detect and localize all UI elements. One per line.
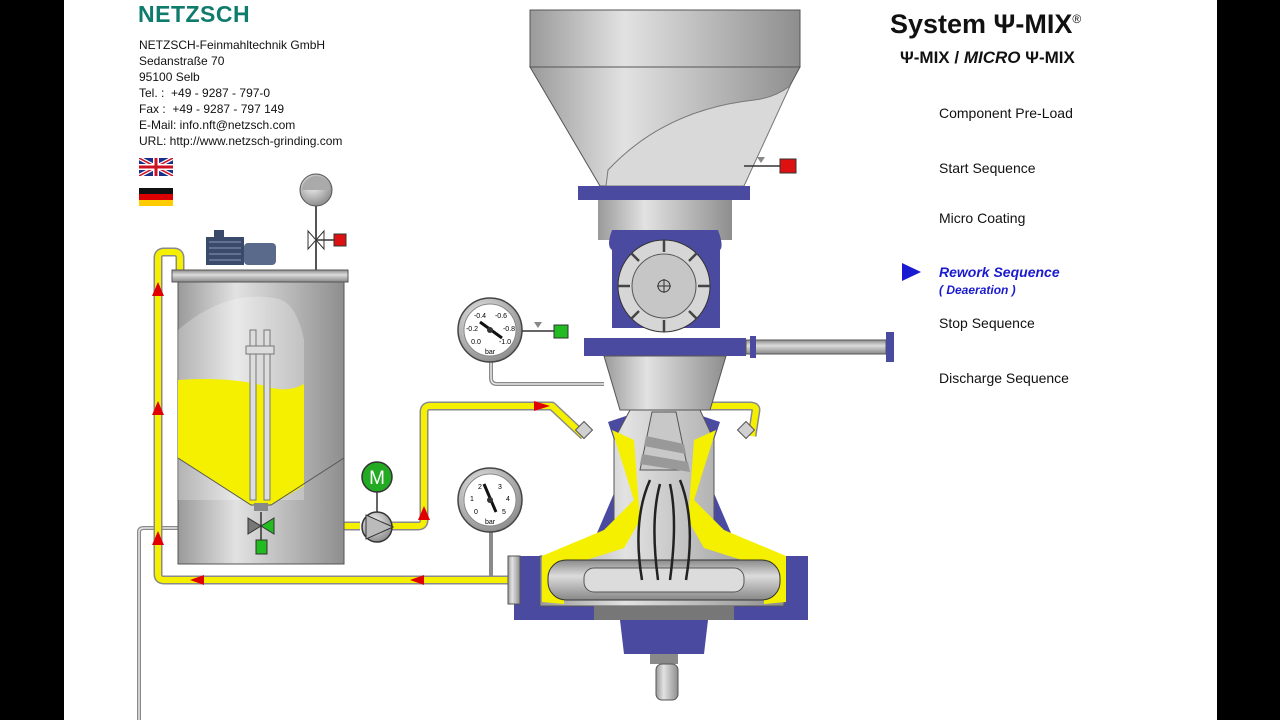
svg-text:5: 5 [502,509,506,516]
circulation-pump: M [361,461,395,543]
company-city: 95100 Selb [139,70,200,84]
active-item-arrow-icon [902,263,921,281]
svg-text:-0.2: -0.2 [466,326,478,333]
svg-text:-0.4: -0.4 [474,313,486,320]
company-tel: Tel. : +49 - 9287 - 797-0 [139,86,271,100]
menu-discharge-sequence[interactable]: Discharge Sequence [939,370,1069,386]
page-title: System Ψ-MIX® [890,9,1082,39]
stage: M [64,0,1217,720]
svg-text:2: 2 [478,484,482,491]
process-diagram: M [137,9,894,720]
svg-text:0: 0 [474,509,478,516]
pressure-gauge: 2 3 1 4 0 5 bar [457,467,523,533]
flow-arrows [152,282,550,585]
menu-start-sequence[interactable]: Start Sequence [939,160,1036,176]
menu-rework-sequence[interactable]: Rework Sequence [939,264,1060,280]
vacuum-line [584,332,894,411]
svg-text:-1.0: -1.0 [499,339,511,346]
svg-text:bar: bar [485,519,496,526]
company-name: NETZSCH-Feinmahltechnik GmbH [139,38,326,52]
page-subtitle: Ψ-MIX / MICRO Ψ-MIX [900,48,1075,67]
menu-micro-coating[interactable]: Micro Coating [939,210,1026,226]
menu-component-preload[interactable]: Component Pre-Load [939,105,1073,121]
svg-text:M: M [369,468,385,489]
company-url[interactable]: URL: http://www.netzsch-grinding.com [139,134,343,148]
company-email[interactable]: E-Mail: info.nft@netzsch.com [139,118,296,132]
mixing-head [507,409,808,701]
svg-text:-0.6: -0.6 [495,313,507,320]
company-street: Sedanstraße 70 [139,54,225,68]
english-flag-icon[interactable] [139,158,173,176]
svg-text:bar: bar [485,349,496,356]
menu-rework-sublabel: ( Deaeration ) [939,283,1016,297]
company-fax: Fax : +49 - 9287 - 797 149 [139,102,285,116]
svg-text:1: 1 [470,496,474,503]
svg-text:0.0: 0.0 [471,339,481,346]
german-flag-icon[interactable] [139,188,173,206]
svg-text:3: 3 [498,484,502,491]
storage-tank [171,230,349,565]
svg-text:-0.8: -0.8 [503,326,515,333]
vacuum-gauge: -0.4 -0.6 -0.2 -0.8 0.0 -1.0 bar [457,297,569,363]
svg-text:4: 4 [506,496,510,503]
tank-vent-valve [299,173,347,270]
netzsch-logo: NETZSCH [138,1,251,27]
dosing-rotor [609,230,722,333]
menu-stop-sequence[interactable]: Stop Sequence [939,315,1035,331]
powder-hopper [529,9,801,240]
